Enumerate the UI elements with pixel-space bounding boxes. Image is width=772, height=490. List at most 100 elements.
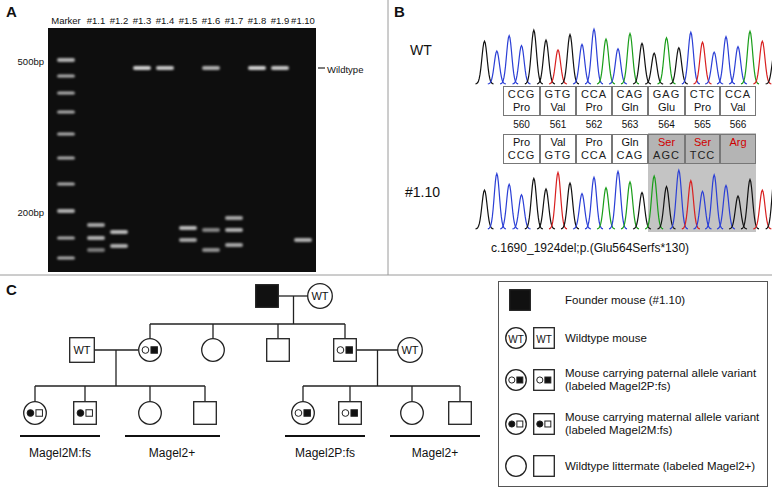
codon: AGC [652, 149, 681, 162]
chromatogram-peak [609, 171, 627, 229]
pedigree-square [334, 339, 357, 362]
allele-mark [351, 410, 357, 416]
codon: CAG [616, 149, 644, 162]
pedigree-square [74, 402, 97, 425]
chromatogram-peak [766, 51, 772, 84]
gel-band [202, 66, 220, 70]
codon-number: 566 [730, 119, 747, 131]
codon-number: 560 [513, 119, 530, 131]
codon-number: 564 [658, 119, 675, 131]
gel-band [57, 237, 75, 240]
chromatogram-peak [766, 174, 772, 229]
chromatogram-peak [585, 29, 603, 84]
pedigree-circle [139, 402, 162, 425]
allele-mark [27, 410, 34, 417]
gel-band [225, 243, 243, 247]
gel-band [225, 216, 243, 220]
chromatogram-peak [658, 38, 676, 84]
codon-box: CTCPro [685, 86, 720, 116]
allele-mark [151, 347, 157, 353]
lane-label: #1.4 [156, 16, 175, 27]
genotype-label: Magel2P:fs [295, 447, 355, 461]
pedigree-line [293, 296, 294, 324]
label-holder: B [394, 3, 405, 21]
panel-letter: A [6, 3, 17, 20]
gel-band [57, 133, 75, 136]
chromatogram-peak [705, 175, 723, 229]
amino-acid: Gln [616, 101, 644, 114]
pedigree-line [150, 323, 345, 324]
amino-acid: Pro [580, 136, 608, 149]
pedigree-circle [506, 456, 527, 477]
codon-box: SerTCC [685, 134, 720, 164]
gel-band [87, 223, 105, 227]
allele-mark [537, 377, 543, 383]
pedigree-square [256, 285, 279, 308]
gel-band [202, 228, 220, 232]
sample-label: #1.10 [405, 184, 440, 200]
lane-label: #1.5 [179, 16, 198, 27]
gel-band [110, 230, 128, 234]
lane-label: #1.1 [87, 16, 106, 27]
legend-text: Mouse carrying maternal allele variant (… [565, 411, 765, 437]
label-holder: 564 [658, 114, 675, 132]
pedigree-square [534, 370, 555, 391]
pedigree-line [411, 386, 412, 401]
lane-label: #1.8 [248, 16, 267, 27]
pedigree-line [212, 324, 213, 338]
amino-acid: Arg [724, 136, 752, 149]
gel-band [57, 257, 75, 260]
size-marker: 500bp [18, 57, 44, 68]
codon-box: GTGVal [540, 86, 576, 116]
pedigree-circle [308, 284, 333, 309]
chromatogram-peak [741, 180, 759, 229]
label-holder: #1.1 [87, 10, 106, 28]
group-underline [285, 435, 365, 437]
pedigree-line [277, 324, 278, 338]
label-holder: Magel2P:fs [295, 443, 355, 461]
genotype-label: Magel2+ [412, 447, 458, 461]
chromatogram-peak [753, 41, 771, 84]
amino-acid: Glu [652, 101, 681, 114]
chromatogram-peak [682, 181, 700, 229]
pedigree-circle [401, 402, 424, 425]
chromatogram-peak [585, 177, 603, 229]
codon: TCC [689, 149, 716, 162]
chromatogram-peak [621, 33, 639, 83]
pedigree-square [339, 402, 362, 425]
pedigree-square [534, 414, 555, 435]
chromatogram-peak [476, 41, 494, 84]
gel-band [57, 209, 75, 213]
amino-acid: Pro [580, 101, 608, 114]
pedigree-circle [139, 339, 162, 362]
codon-box: CAGGln [612, 86, 648, 116]
codon: CAG [616, 88, 644, 101]
label-holder: Marker [51, 10, 81, 28]
amino-acid: Pro [507, 136, 536, 149]
legend-symbol-text: WT [536, 334, 552, 346]
chromatogram-peak [597, 39, 615, 84]
chromatogram-peak [670, 170, 688, 229]
chromatogram-peak [525, 30, 543, 84]
pedigree-line [344, 324, 345, 338]
gel-band [179, 238, 197, 242]
pedigree-circle [24, 402, 47, 425]
codon: CCA [580, 88, 608, 101]
codon-box: Arg [720, 134, 756, 164]
label-holder: #1.9 [271, 10, 290, 28]
chromatogram-peak [717, 185, 735, 228]
mutation-caption: c.1690_1924del;p.(Glu564Serfs*130) [491, 242, 689, 256]
label-holder: #1.4 [156, 10, 175, 28]
codon-box: CCGPro [503, 86, 540, 116]
codon-box: SerAGC [648, 134, 685, 164]
pedigree-line [115, 350, 116, 386]
pedigree-line [84, 386, 85, 401]
chromatogram-peak [525, 178, 543, 228]
allele-mark [537, 421, 543, 427]
gel-band [57, 111, 75, 114]
band-label: Wildtype [327, 65, 363, 76]
label-holder: 561 [550, 114, 567, 132]
pedigree-line [459, 386, 460, 401]
codon: GTG [544, 88, 572, 101]
amino-acid: Ser [689, 136, 716, 149]
